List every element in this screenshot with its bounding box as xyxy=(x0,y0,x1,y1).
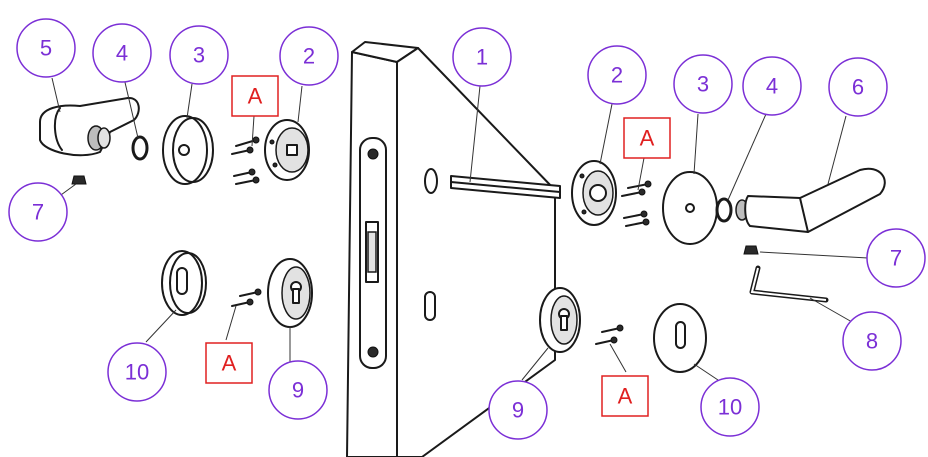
cylinder-rose-base-left xyxy=(267,258,313,328)
lever-handle-left xyxy=(39,97,140,157)
callout-8: 8 xyxy=(842,311,902,371)
callout-7-left-label: 7 xyxy=(32,200,44,225)
rose-base-left xyxy=(264,119,310,181)
screw-label-a-bottom-left-text: A xyxy=(222,351,237,376)
grub-screw-right xyxy=(743,245,759,255)
callout-2-left: 2 xyxy=(279,26,339,86)
callout-4-left-label: 4 xyxy=(116,41,128,66)
callout-10-right-label: 10 xyxy=(718,395,742,420)
callout-9-left-label: 9 xyxy=(292,378,304,403)
callout-4-left: 4 xyxy=(92,23,152,83)
callout-3-right: 3 xyxy=(673,54,733,114)
rose-base-right xyxy=(571,160,617,226)
allen-key xyxy=(749,265,829,303)
callout-1-label: 1 xyxy=(476,45,488,70)
callout-7-right: 7 xyxy=(866,228,926,288)
callout-7-left: 7 xyxy=(8,182,68,242)
screw-label-a-top-left-text: A xyxy=(248,84,263,109)
rose-right xyxy=(662,171,718,245)
screw-label-a-bottom-left: A xyxy=(205,342,253,384)
leader-lines xyxy=(51,77,869,381)
door-slab xyxy=(346,41,556,457)
spindle xyxy=(450,175,561,199)
callout-10-left: 10 xyxy=(107,342,167,402)
screw-label-a-bottom-right-text: A xyxy=(618,384,633,409)
callout-2-right-label: 2 xyxy=(611,63,623,88)
callout-9-right-label: 9 xyxy=(512,398,524,423)
callout-5: 5 xyxy=(16,18,76,78)
screws-top-right xyxy=(621,180,652,227)
callout-4-right: 4 xyxy=(742,56,802,116)
cylinder-rose-base-right xyxy=(539,287,581,353)
screw-label-a-top-right-text: A xyxy=(640,126,655,151)
callout-10-right: 10 xyxy=(700,377,760,437)
callout-5-label: 5 xyxy=(40,36,52,61)
callout-6-label: 6 xyxy=(852,75,864,100)
rose-left xyxy=(162,115,214,185)
o-ring-left xyxy=(131,135,149,161)
callout-8-label: 8 xyxy=(866,329,878,354)
screws-top-left xyxy=(231,136,260,185)
o-ring-right xyxy=(715,197,733,223)
callout-6: 6 xyxy=(828,57,888,117)
screws-bottom-right xyxy=(595,324,624,345)
callout-4-right-label: 4 xyxy=(766,74,778,99)
lever-handle-right xyxy=(735,167,886,233)
escutcheon-left xyxy=(161,250,207,316)
callout-7-right-label: 7 xyxy=(890,246,902,271)
callout-9-left: 9 xyxy=(268,360,328,420)
callout-1: 1 xyxy=(452,27,512,87)
grub-screw-left xyxy=(71,175,87,185)
callout-2-right: 2 xyxy=(587,45,647,105)
callout-2-left-label: 2 xyxy=(303,44,315,69)
screw-label-a-top-right: A xyxy=(623,117,671,159)
callout-3-left: 3 xyxy=(169,25,229,85)
callout-9-right: 9 xyxy=(488,380,548,440)
escutcheon-right xyxy=(653,303,707,373)
callout-10-left-label: 10 xyxy=(125,360,149,385)
screws-bottom-left xyxy=(231,288,262,307)
screw-label-a-top-left: A xyxy=(231,75,279,117)
callout-3-left-label: 3 xyxy=(193,43,205,68)
screw-label-a-bottom-right: A xyxy=(601,375,649,417)
callout-3-right-label: 3 xyxy=(697,72,709,97)
